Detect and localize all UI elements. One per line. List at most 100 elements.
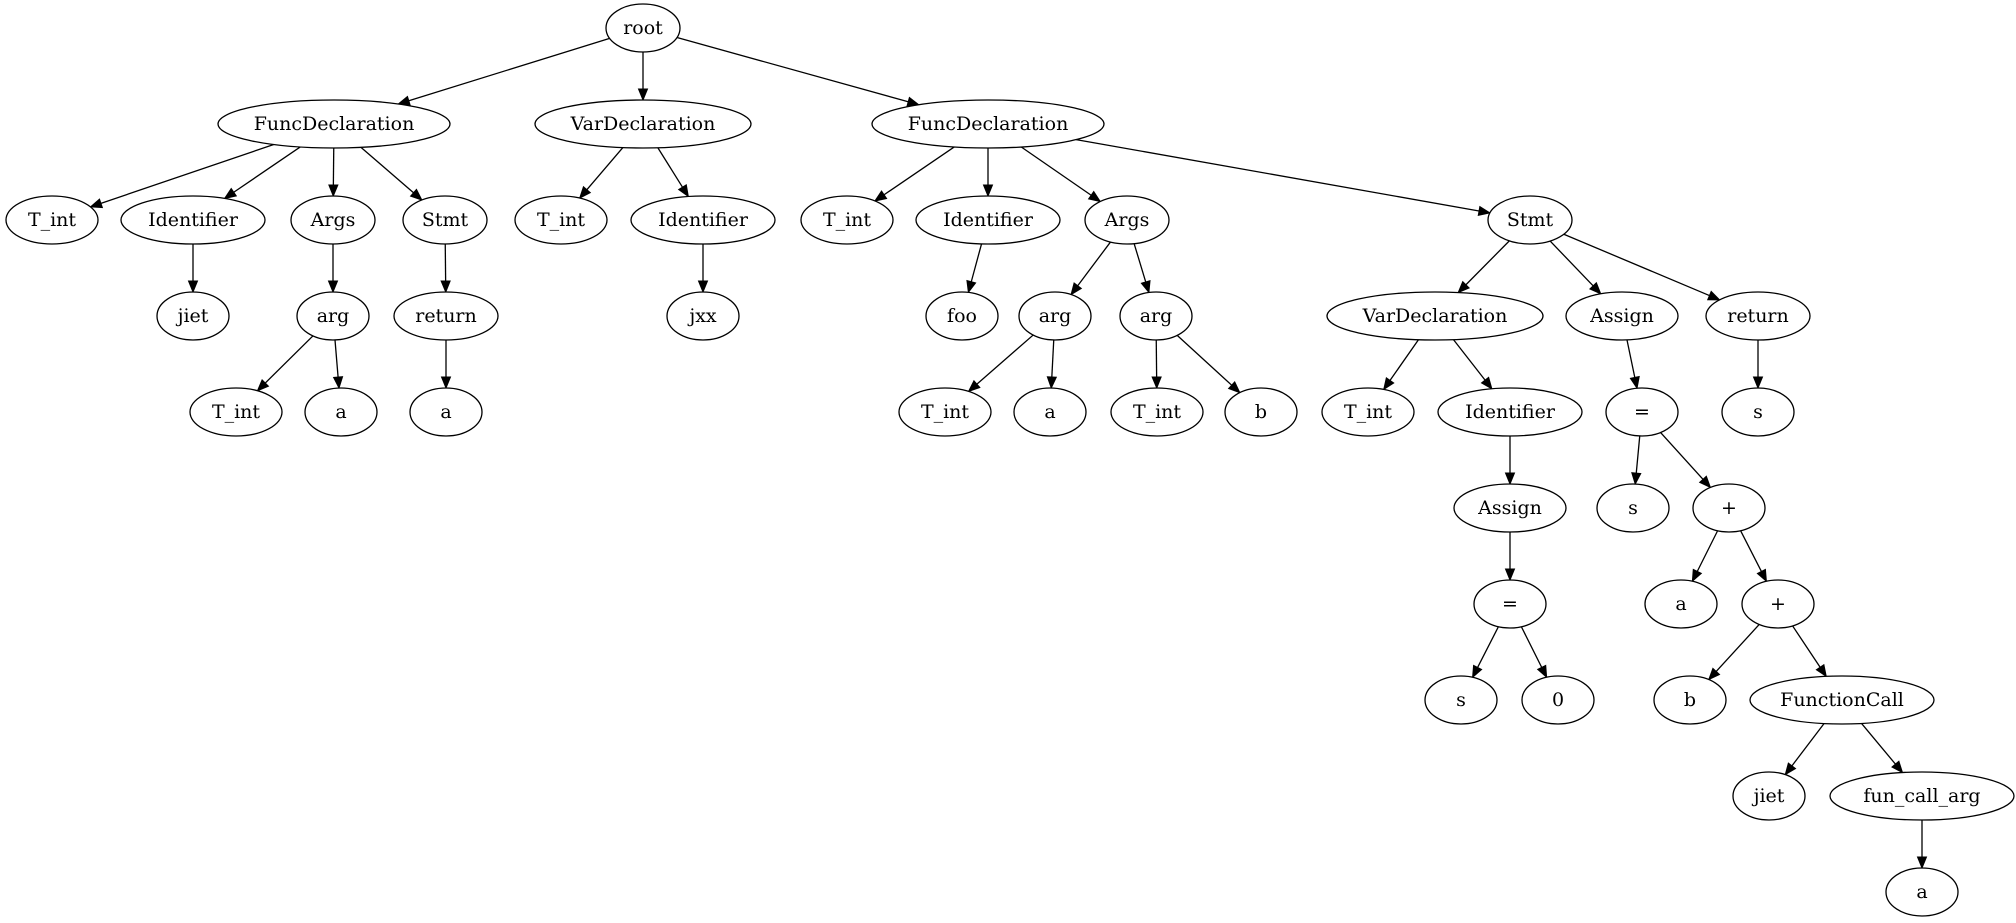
node-label: T_int (1133, 401, 1181, 423)
arrowhead-icon (873, 190, 888, 202)
edge-line (1520, 626, 1543, 668)
node-label: arg (1140, 305, 1173, 327)
node-label: jiet (1752, 785, 1785, 807)
node-ellipse (1487, 195, 1573, 245)
arrowhead-icon (1480, 376, 1493, 390)
tree-node-n10: return (393, 291, 499, 341)
arrowhead-icon (1504, 472, 1516, 486)
edge-n1-n6 (328, 147, 339, 198)
edge-n33-n34 (1504, 532, 1516, 582)
node-label: VarDeclaration (1362, 305, 1508, 327)
node-label: Stmt (422, 209, 469, 231)
node-label: Identifier (658, 209, 749, 231)
arrowhead-icon (1629, 375, 1640, 390)
edge-n30-n47 (1752, 340, 1764, 390)
node-ellipse (1885, 867, 1959, 917)
edge-line (676, 36, 909, 103)
arrowhead-icon (1382, 377, 1395, 391)
node-label: foo (947, 305, 977, 327)
node-ellipse (1644, 579, 1718, 629)
tree-node-n20: Stmt (1487, 195, 1573, 245)
edge-line (1791, 723, 1825, 767)
node-ellipse (1605, 387, 1679, 437)
node-label: a (440, 401, 451, 423)
tree-node-n2: VarDeclaration (534, 99, 752, 149)
tree-node-n26: T_int (1110, 387, 1204, 437)
edge-n19-n23 (1133, 243, 1151, 294)
tree-node-n38: s (1596, 483, 1670, 533)
edge-n0-n3 (676, 36, 921, 107)
edge-line (1389, 339, 1419, 381)
node-label: FuncDeclaration (254, 113, 415, 135)
tree-node-n45: fun_call_arg (1829, 771, 2015, 821)
tree-node-n42: b (1653, 675, 1727, 725)
edge-line (970, 243, 983, 282)
arrowhead-icon (1784, 762, 1797, 776)
edge-line (657, 147, 684, 188)
tree-node-n4: T_int (5, 195, 99, 245)
node-label: arg (1039, 305, 1072, 327)
tree-node-n30: return (1705, 291, 1811, 341)
arrowhead-icon (677, 183, 690, 198)
tree-node-n34: = (1473, 579, 1547, 629)
arrowhead-icon (327, 280, 339, 294)
edge-line (1696, 530, 1719, 572)
arrowhead-icon (1916, 856, 1928, 870)
tree-node-n32: Identifier (1437, 387, 1583, 437)
tree-node-n3: FuncDeclaration (871, 99, 1105, 149)
tree-node-n13: a (409, 387, 483, 437)
edge-n41-n42 (1707, 624, 1760, 681)
edge-n37-n39 (1660, 432, 1712, 489)
arrowhead-icon (1707, 667, 1721, 681)
node-ellipse (1705, 291, 1811, 341)
node-ellipse (1521, 675, 1595, 725)
tree-node-n27: b (1224, 387, 1298, 437)
edge-line (360, 146, 414, 194)
edge-line (233, 146, 301, 193)
node-label: a (1916, 881, 1927, 903)
arrowhead-icon (1698, 475, 1712, 489)
node-ellipse (1224, 387, 1298, 437)
tree-node-n40: a (1644, 579, 1718, 629)
edge-line (1076, 138, 1480, 212)
node-ellipse (605, 3, 681, 53)
node-ellipse (1741, 579, 1815, 629)
node-ellipse (156, 291, 230, 341)
node-ellipse (5, 195, 99, 245)
edge-n32-n33 (1504, 436, 1516, 486)
arrowhead-icon (1706, 290, 1721, 301)
arrowhead-icon (1536, 664, 1548, 679)
arrowhead-icon (578, 185, 592, 200)
arrowhead-icon (440, 280, 451, 294)
node-ellipse (1321, 387, 1415, 437)
node-ellipse (1732, 771, 1806, 821)
edge-n20-n29 (1549, 240, 1602, 295)
node-ellipse (1084, 195, 1170, 245)
edge-line (334, 339, 339, 378)
edge-line (1452, 339, 1486, 381)
arrowhead-icon (1756, 568, 1768, 583)
node-label: Args (1104, 209, 1150, 231)
tree-node-n11: T_int (189, 387, 283, 437)
node-ellipse (925, 291, 999, 341)
tree-node-n44: jiet (1732, 771, 1806, 821)
edge-n3-n17 (873, 146, 955, 202)
tree-node-n21: foo (925, 291, 999, 341)
tree-node-n12: a (304, 387, 378, 437)
tree-node-n18: Identifier (915, 195, 1061, 245)
tree-node-n28: VarDeclaration (1326, 291, 1544, 341)
node-ellipse (409, 387, 483, 437)
tree-node-n6: Args (290, 195, 376, 245)
node-ellipse (1110, 387, 1204, 437)
edge-n43-n45 (1861, 723, 1904, 774)
tree-node-n23: arg (1119, 291, 1193, 341)
node-label: Args (310, 209, 356, 231)
node-ellipse (1829, 771, 2015, 821)
node-label: FuncDeclaration (908, 113, 1069, 135)
node-label: s (1753, 401, 1763, 423)
arrowhead-icon (328, 184, 339, 198)
node-label: Assign (1589, 305, 1654, 327)
tree-node-n46: a (1885, 867, 1959, 917)
edge-line (1660, 432, 1704, 480)
arrowhead-icon (332, 376, 344, 390)
